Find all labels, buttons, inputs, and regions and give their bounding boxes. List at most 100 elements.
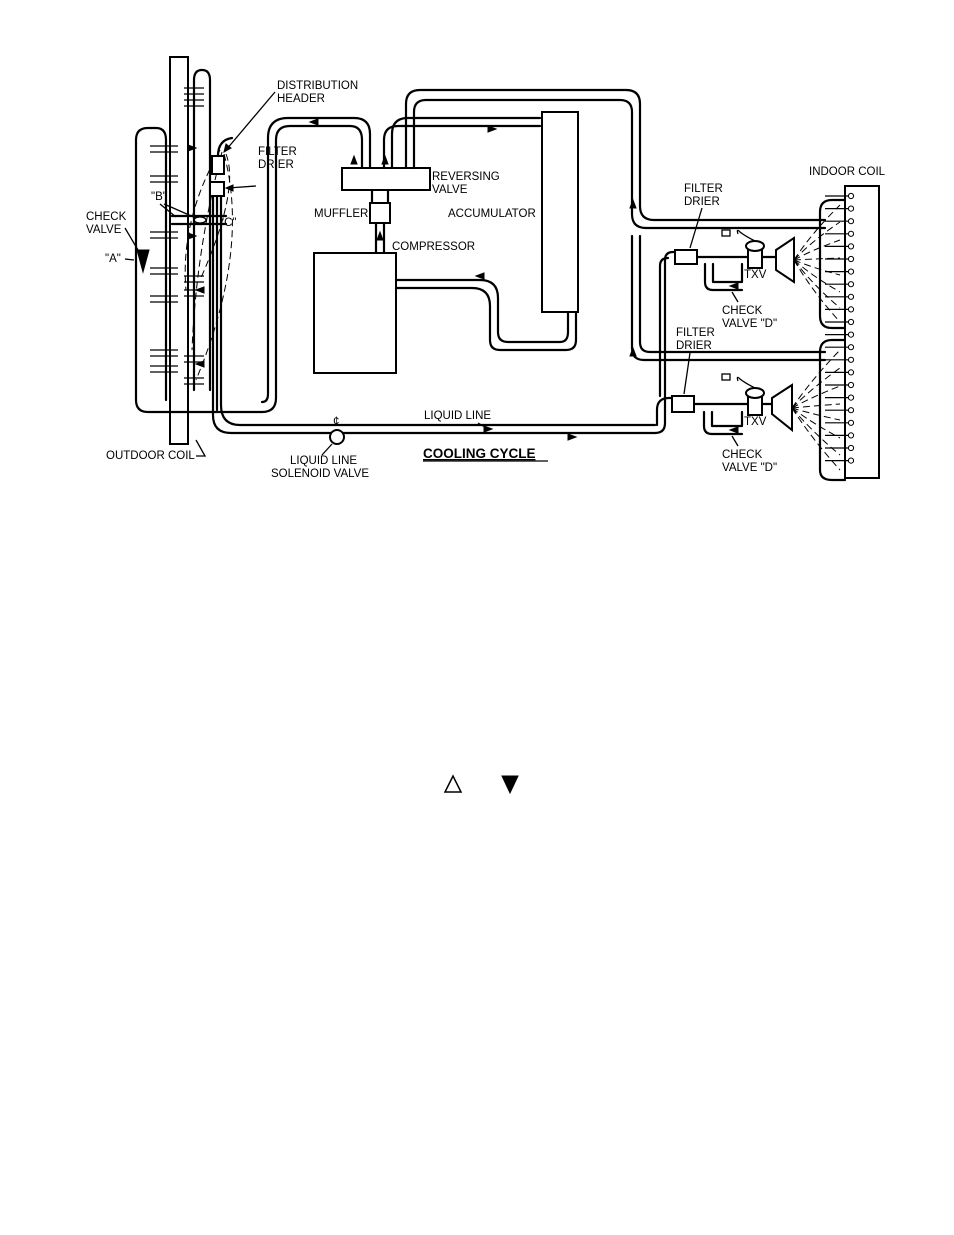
indoor-coil-port — [847, 369, 855, 376]
lower-distributor-tube — [791, 407, 841, 421]
indoor-coil-port — [847, 243, 855, 250]
upper-distributor-tube — [793, 257, 841, 261]
reversing-valve — [341, 167, 431, 191]
indoor-coil-port — [847, 255, 855, 263]
reversing-valve-to-accumulator-inner — [390, 116, 542, 170]
distribution-header-label: DISTRIBUTION — [277, 80, 358, 92]
upper-check-valve-d-label: CHECK — [722, 305, 763, 317]
lower-distributor-tube — [791, 349, 841, 409]
muffler-label: MUFFLER — [314, 208, 368, 220]
distribution-header-label-2: HEADER — [277, 93, 325, 105]
indoor-coil-port — [847, 318, 855, 326]
indoor-coil-port — [847, 394, 855, 401]
indoor-distributor-tubes — [791, 204, 841, 471]
lower-distributor-tube — [791, 407, 841, 471]
liquid-line-label: LIQUID LINE — [424, 410, 491, 422]
lower-txv-label: TXV — [744, 416, 767, 428]
liquid-line-solenoid-valve — [329, 429, 345, 445]
solenoid-valve-label-2: SOLENOID VALVE — [271, 468, 369, 480]
check-valve-a-icon — [136, 249, 150, 274]
upper-distributor-tube — [793, 239, 841, 261]
indoor-coil-port — [847, 344, 855, 351]
outdoor-coil-label: OUTDOOR COIL — [106, 450, 195, 462]
upper-check-valve-loop — [703, 262, 744, 292]
lower-distributor-tube — [791, 407, 841, 456]
indoor-liquid-feed-lower — [655, 396, 674, 427]
indoor-circuit-lower — [671, 373, 793, 436]
discharge-to-indoor-line — [404, 88, 827, 222]
distributor-tubes — [184, 149, 233, 381]
upper-distributor-tube — [793, 259, 841, 276]
indoor-coil-lower-header — [818, 338, 847, 482]
upper-check-valve-d-label-2: VALVE "D" — [722, 318, 777, 330]
indoor-coil-port — [847, 381, 855, 389]
lower-distributor-tube — [791, 385, 841, 409]
upper-filter-drier — [674, 249, 698, 265]
outdoor-coil-body — [169, 56, 189, 445]
indoor-return-line-inner — [630, 234, 827, 362]
muffler — [369, 202, 391, 224]
indoor-coil-port — [847, 230, 855, 237]
solenoid-symbol: ¢ — [333, 416, 339, 428]
indoor-coil-ports — [825, 192, 855, 464]
indoor-coil-upper-header — [818, 198, 847, 330]
upper-check-valve-d-icon — [728, 282, 739, 290]
upper-filter-drier-label-2: DRIER — [684, 196, 720, 208]
legend-symbols — [443, 774, 519, 795]
indoor-coil-label: INDOOR COIL — [809, 166, 886, 178]
reversing-valve-label-2: VALVE — [432, 184, 468, 196]
upper-distributor-tube — [793, 221, 841, 261]
indoor-coil-port — [847, 205, 855, 212]
lower-check-valve-loop — [702, 410, 744, 436]
outdoor-coil — [134, 56, 264, 445]
indoor-coil-port — [847, 293, 855, 300]
upper-distributor-tube — [793, 204, 841, 261]
point-c-label: "C" — [220, 217, 236, 229]
outdoor-filter-drier-label-2: DRIER — [258, 159, 294, 171]
upper-distributor-tube — [793, 259, 841, 293]
indoor-liquid-feed-upper — [663, 250, 677, 412]
lower-check-valve-d-label-2: VALVE "D" — [722, 462, 777, 474]
compressor — [313, 252, 397, 374]
solenoid-valve-label: LIQUID LINE — [290, 455, 357, 467]
indoor-coil-port — [847, 306, 855, 313]
upper-distributor-tube — [793, 259, 841, 323]
accumulator — [541, 111, 579, 313]
upper-txv-label: TXV — [744, 269, 767, 281]
indoor-coil-port — [847, 407, 855, 414]
check-valve-label-2: VALVE — [86, 224, 122, 236]
cooling-cycle-title: COOLING CYCLE — [423, 446, 536, 461]
lower-filter-drier-label-2: DRIER — [676, 340, 712, 352]
indoor-return-line — [638, 234, 827, 354]
upper-distributor — [775, 236, 795, 284]
discharge-to-indoor-line-inner — [412, 98, 827, 230]
outdoor-coil-left-tube — [134, 126, 168, 402]
indoor-circuit-upper — [674, 229, 795, 292]
lower-filter-drier-label: FILTER — [676, 327, 715, 339]
lower-distributor-tube — [791, 407, 841, 439]
upper-distributor-tube — [793, 259, 841, 309]
indoor-coil — [818, 185, 880, 482]
indoor-coil-port — [847, 356, 855, 363]
indoor-coil-port — [847, 331, 855, 338]
lower-distributor-tube — [791, 367, 841, 409]
liquid-line-pipe-inner — [219, 194, 657, 427]
liquid-line-pipe — [211, 194, 667, 435]
indoor-coil-port — [847, 192, 855, 200]
labels: DISTRIBUTION HEADER FILTER DRIER REVERSI… — [86, 80, 886, 480]
indoor-coil-port — [847, 457, 855, 464]
reversing-valve-to-accumulator — [382, 124, 542, 170]
indoor-coil-port — [847, 419, 855, 426]
indoor-coil-port — [847, 432, 855, 439]
reversing-to-muffler — [370, 188, 390, 206]
outdoor-filter-drier-label: FILTER — [258, 146, 297, 158]
upper-txv-head — [745, 240, 765, 252]
indoor-coil-port — [847, 218, 855, 225]
reversing-valve-label: REVERSING — [432, 171, 500, 183]
accumulator-label: ACCUMULATOR — [448, 208, 536, 220]
compressor-suction-line-inner — [394, 286, 578, 352]
lower-distributor-tube — [791, 403, 841, 409]
compressor-label: COMPRESSOR — [392, 241, 475, 253]
filled-triangle-icon — [501, 775, 519, 795]
